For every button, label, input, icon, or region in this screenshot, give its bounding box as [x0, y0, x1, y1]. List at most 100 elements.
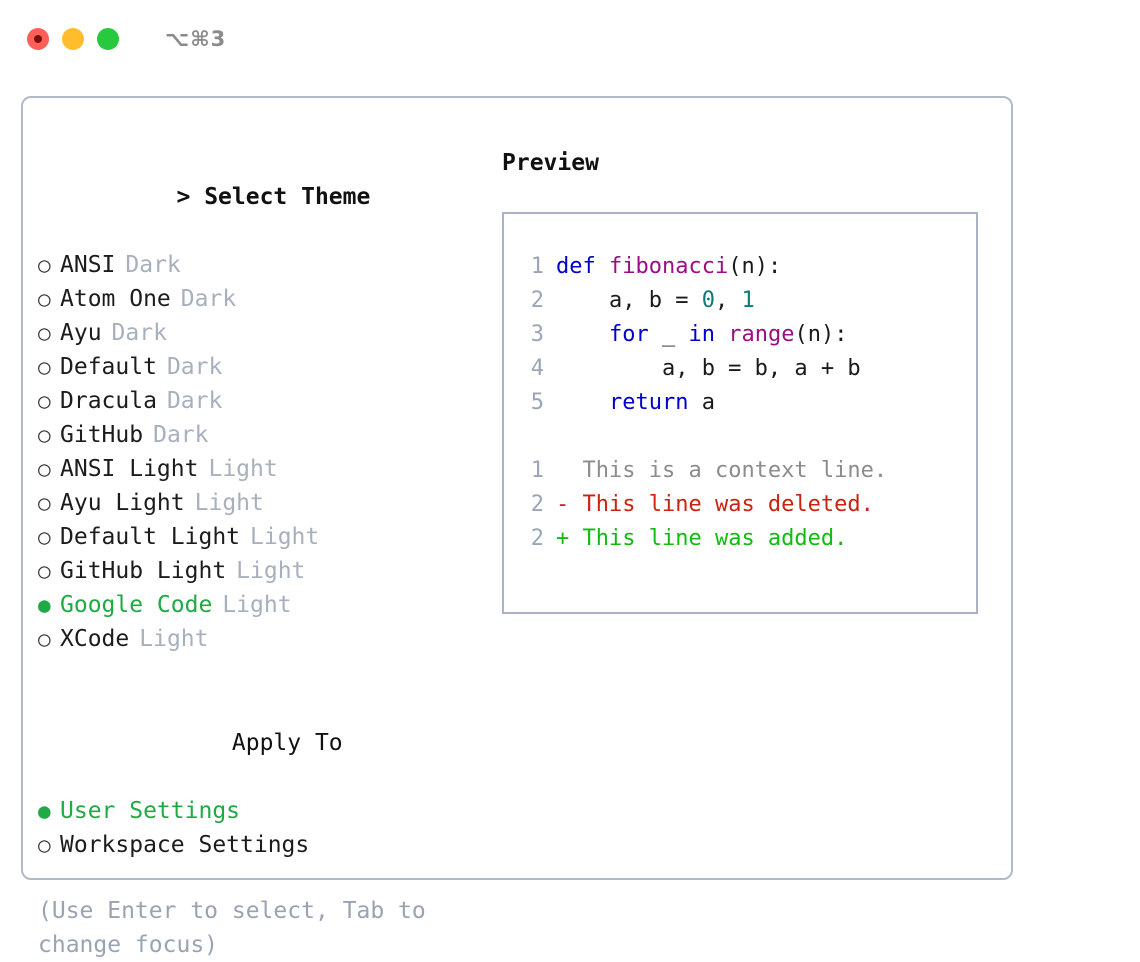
- code-token-num: 0: [701, 288, 715, 313]
- theme-option-label: Ayu: [60, 320, 102, 346]
- diff-line-number: 1: [530, 458, 544, 483]
- theme-variant-badge: Light: [208, 456, 278, 482]
- radio-unselected-icon[interactable]: ○: [38, 253, 51, 277]
- theme-option-label: Google Code: [60, 592, 213, 618]
- code-token-pl: ,: [714, 288, 742, 313]
- close-window-icon[interactable]: [27, 28, 49, 50]
- radio-unselected-icon[interactable]: ○: [38, 457, 51, 481]
- theme-option-atom-one[interactable]: ○ Atom One Dark: [38, 282, 488, 316]
- radio-unselected-icon[interactable]: ○: [38, 355, 51, 379]
- radio-unselected-icon[interactable]: ○: [38, 423, 51, 447]
- apply-to-list: ● User Settings ○Workspace Settings: [38, 794, 488, 862]
- code-token-pl: [715, 322, 728, 347]
- apply-to-prompt: [204, 730, 232, 756]
- theme-option-label: ANSI: [60, 252, 116, 278]
- keyboard-shortcut-label: ⌥⌘3: [165, 27, 227, 51]
- code-token-pl: a, b = b, a + b: [556, 356, 861, 381]
- diff-line-content: This line was added.: [582, 526, 848, 551]
- code-token-kw: def: [556, 254, 609, 279]
- apply-option-workspace-settings[interactable]: ○Workspace Settings: [38, 828, 488, 862]
- theme-option-dracula[interactable]: ○ Dracula Dark: [38, 384, 488, 418]
- code-token-num: 1: [741, 288, 755, 313]
- radio-unselected-icon[interactable]: ○: [38, 833, 51, 857]
- theme-option-label: GitHub Light: [60, 558, 227, 584]
- theme-variant-badge: Dark: [153, 422, 209, 448]
- code-line-text: a, b = 0, 1: [556, 284, 755, 318]
- code-line-text: def fibonacci(n):: [556, 250, 781, 284]
- code-token-pl: (n):: [794, 322, 848, 347]
- code-line-number: 1: [530, 254, 544, 279]
- theme-option-label: Ayu Light: [60, 490, 185, 516]
- diff-line-number: 2: [530, 526, 544, 551]
- theme-option-ayu[interactable]: ○ Ayu Dark: [38, 316, 488, 350]
- theme-variant-badge: Dark: [180, 286, 237, 312]
- apply-option-label: User Settings: [60, 798, 241, 824]
- radio-unselected-icon[interactable]: ○: [38, 491, 51, 515]
- diff-line-ctx: 1 This is a context line.: [514, 454, 970, 488]
- select-theme-title: Select Theme: [204, 184, 371, 210]
- theme-option-github-light[interactable]: ○ GitHub Light Light: [38, 554, 488, 588]
- code-line: 3 for _ in range(n):: [514, 318, 970, 352]
- radio-unselected-icon[interactable]: ○: [38, 559, 51, 583]
- minimize-window-icon[interactable]: [62, 28, 84, 50]
- code-token-pl: a: [688, 390, 715, 415]
- code-token-fn: range: [728, 322, 795, 347]
- theme-option-label: XCode: [60, 626, 130, 652]
- code-line-number: 4: [530, 356, 544, 381]
- radio-selected-icon[interactable]: ●: [38, 593, 51, 617]
- theme-option-label: Default: [60, 354, 157, 380]
- diff-line-content: This is a context line.: [582, 458, 888, 483]
- radio-unselected-icon[interactable]: ○: [38, 525, 51, 549]
- keyboard-hint-text: (Use Enter to select, Tab to change focu…: [38, 898, 426, 958]
- radio-selected-icon[interactable]: ●: [38, 799, 51, 823]
- titlebar: ⌥⌘3: [0, 0, 1140, 78]
- preview-heading: Preview: [502, 150, 599, 176]
- apply-option-user-settings[interactable]: ● User Settings: [38, 794, 488, 828]
- radio-unselected-icon[interactable]: ○: [38, 389, 51, 413]
- code-line: 2 a, b = 0, 1: [514, 284, 970, 318]
- theme-variant-badge: Light: [222, 592, 292, 618]
- theme-option-ansi[interactable]: ○ ANSI Dark: [38, 248, 488, 282]
- code-line: 5 return a: [514, 386, 970, 420]
- radio-unselected-icon[interactable]: ○: [38, 287, 51, 311]
- theme-option-label: Default Light: [60, 524, 241, 550]
- theme-variant-badge: Light: [236, 558, 306, 584]
- theme-variant-badge: Dark: [111, 320, 167, 346]
- theme-variant-badge: Dark: [125, 252, 181, 278]
- code-line-number: 5: [530, 390, 544, 415]
- diff-line-add: 2 + This line was added.: [514, 522, 970, 556]
- diff-marker: +: [556, 526, 583, 551]
- radio-unselected-icon[interactable]: ○: [38, 321, 51, 345]
- theme-variant-badge: Dark: [166, 388, 223, 414]
- theme-option-label: Atom One: [60, 286, 171, 312]
- theme-option-google-code[interactable]: ● Google Code Light: [38, 588, 488, 622]
- code-token-kw: for: [608, 322, 649, 347]
- code-line: 4 a, b = b, a + b: [514, 352, 970, 386]
- code-token-pl: (n):: [728, 254, 782, 279]
- preview-divider: [514, 420, 970, 454]
- code-line-number: 3: [530, 322, 544, 347]
- radio-unselected-icon[interactable]: ○: [38, 627, 51, 651]
- code-token-kw: return: [608, 390, 689, 415]
- maximize-window-icon[interactable]: [97, 28, 119, 50]
- apply-to-heading: Apply To: [38, 692, 488, 794]
- apply-to-title: Apply To: [231, 730, 343, 756]
- theme-option-ansi-light[interactable]: ○ ANSI Light Light: [38, 452, 488, 486]
- theme-option-label: ANSI Light: [60, 456, 199, 482]
- diff-line-del: 2- This line was deleted.: [514, 488, 970, 522]
- diff-line-text: - This line was deleted.: [556, 488, 874, 522]
- code-line-text: a, b = b, a + b: [556, 352, 861, 386]
- code-line-text: for _ in range(n):: [556, 318, 847, 352]
- theme-option-label: Dracula: [60, 388, 157, 414]
